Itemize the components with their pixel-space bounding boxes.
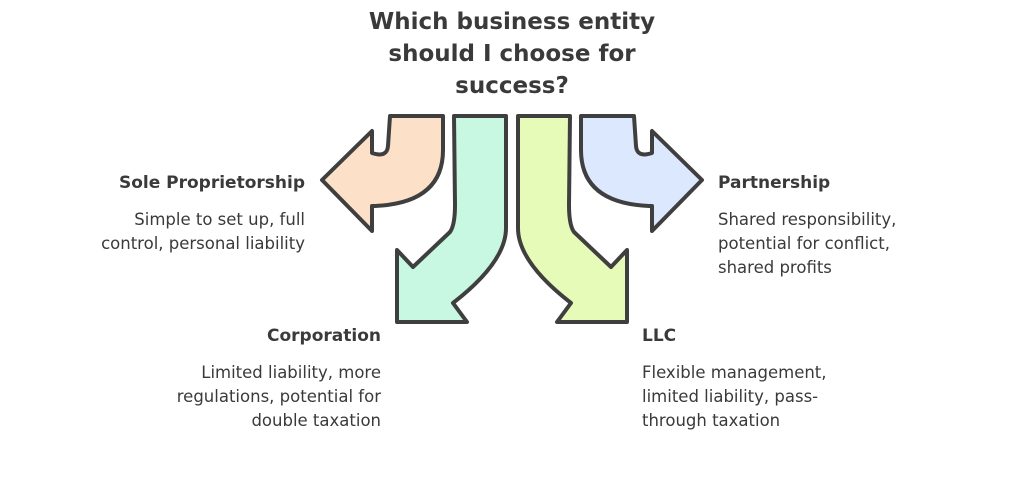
option-sole-proprietorship: Sole Proprietorship Simple to set up, fu… xyxy=(5,172,305,256)
desc-line: through taxation xyxy=(642,411,781,430)
option-llc: LLC Flexible management, limited liabili… xyxy=(642,325,942,433)
desc-line: Flexible management, xyxy=(642,363,827,382)
sole-proprietorship-arrow xyxy=(320,114,445,233)
partnership-arrow xyxy=(579,114,704,233)
llc-arrow xyxy=(516,114,629,324)
desc-line: regulations, potential for xyxy=(176,387,381,406)
desc-line: shared profits xyxy=(718,258,832,277)
desc-line: Simple to set up, full xyxy=(134,210,305,229)
corporation-arrow xyxy=(395,114,508,324)
option-description: Simple to set up, full control, personal… xyxy=(5,208,305,256)
option-description: Shared responsibility, potential for con… xyxy=(718,208,1018,280)
title-line-3: success? xyxy=(455,73,569,99)
desc-line: limited liability, pass- xyxy=(642,387,819,406)
option-corporation: Corporation Limited liability, more regu… xyxy=(81,325,381,433)
option-label: LLC xyxy=(642,326,677,346)
desc-line: double taxation xyxy=(251,411,381,430)
desc-line: Limited liability, more xyxy=(201,363,381,382)
desc-line: Shared responsibility, xyxy=(718,210,897,229)
option-label: Partnership xyxy=(718,173,831,193)
option-description: Limited liability, more regulations, pot… xyxy=(81,361,381,433)
diagram-title: Which business entity should I choose fo… xyxy=(312,6,712,102)
option-description: Flexible management, limited liability, … xyxy=(642,361,942,433)
title-line-2: should I choose for xyxy=(388,41,636,67)
option-label: Sole Proprietorship xyxy=(118,173,305,193)
desc-line: control, personal liability xyxy=(101,234,305,253)
desc-line: potential for conflict, xyxy=(718,234,890,253)
option-partnership: Partnership Shared responsibility, poten… xyxy=(718,172,1018,280)
title-line-1: Which business entity xyxy=(368,9,656,35)
option-label: Corporation xyxy=(267,326,381,346)
